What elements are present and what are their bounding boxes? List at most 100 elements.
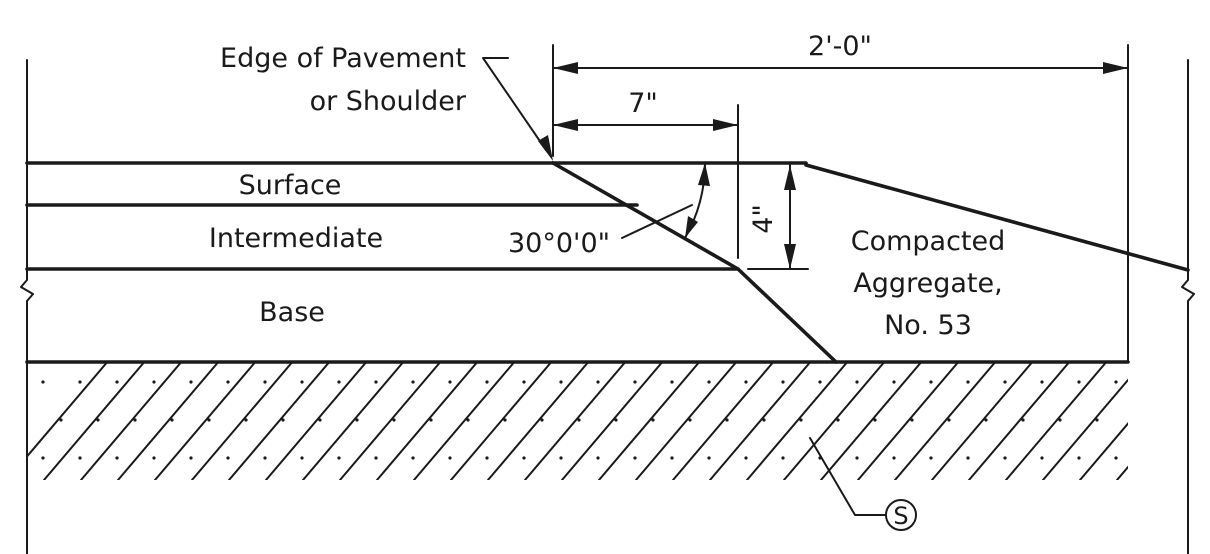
hatch-line: [27, 362, 109, 459]
dim-text-depth: 4": [748, 204, 779, 234]
hatch-dot: [725, 418, 729, 422]
hatch-line: [339, 362, 442, 480]
hatch-line: [487, 362, 590, 480]
hatch-dot: [300, 456, 304, 460]
label-aggregate-line1: Compacted: [851, 226, 1006, 257]
hatch-dot: [41, 456, 45, 460]
arrowhead-overall-right: [1103, 62, 1128, 74]
hatch-dot: [633, 456, 637, 460]
hatch-dot: [189, 456, 193, 460]
hatch-dot: [485, 380, 489, 384]
hatch-dot: [1095, 418, 1099, 422]
hatch-dot: [115, 380, 119, 384]
hatch-dot: [263, 456, 267, 460]
hatch-dot: [374, 380, 378, 384]
hatch-dot: [207, 418, 211, 422]
hatch-dot: [133, 418, 137, 422]
hatch-line: [672, 362, 775, 480]
hatch-dot: [115, 456, 119, 460]
hatch-dot: [892, 380, 896, 384]
hatch-dot: [1040, 456, 1044, 460]
hatch-dot: [633, 380, 637, 384]
hatch-dot: [429, 418, 433, 422]
hatch-line: [746, 362, 849, 480]
arrowhead-depth-bottom: [784, 244, 796, 269]
hatch-dot: [688, 418, 692, 422]
hatch-dot: [281, 418, 285, 422]
hatch-dot: [59, 418, 63, 422]
hatch-dot: [910, 418, 914, 422]
edge-leader: [482, 57, 547, 151]
hatch-dot: [781, 456, 785, 460]
hatch-line: [524, 362, 627, 480]
arrowhead-wedge-left: [553, 119, 578, 131]
hatch-dot: [300, 380, 304, 384]
hatch-dot: [244, 418, 248, 422]
hatch-dot: [855, 380, 859, 384]
hatch-dot: [670, 380, 674, 384]
hatch-dot: [337, 456, 341, 460]
hatch-line: [1191, 362, 1210, 480]
hatch-dot: [1003, 380, 1007, 384]
hatch-line: [820, 362, 923, 480]
hatch-dot: [707, 456, 711, 460]
hatch-dot: [559, 380, 563, 384]
hatch-dot: [947, 418, 951, 422]
hatch-dot: [596, 380, 600, 384]
hatch-dot: [966, 380, 970, 384]
sloped-pavement-edge: [551, 161, 838, 364]
hatch-dot: [744, 380, 748, 384]
hatch-dot: [596, 456, 600, 460]
hatch-dot: [1077, 380, 1081, 384]
hatch-line: [302, 362, 405, 480]
arrowhead-overall-left: [553, 62, 578, 74]
hatch-line: [783, 362, 886, 480]
hatch-dot: [892, 456, 896, 460]
dim-text-wedge: 7": [628, 88, 658, 119]
label-surface: Surface: [239, 170, 342, 201]
left-break-line: [20, 59, 34, 554]
hatch-dot: [929, 380, 933, 384]
hatch-dot: [466, 418, 470, 422]
hatch-dot: [1114, 456, 1118, 460]
hatch-dot: [189, 380, 193, 384]
hatch-line: [450, 362, 553, 480]
hatch-line: [265, 362, 368, 480]
hatch-dot: [411, 456, 415, 460]
arrowhead-wedge-right: [713, 119, 738, 131]
arrowhead-angle-bottom: [685, 216, 698, 238]
hatch-line: [191, 362, 294, 480]
hatch-dot: [1003, 456, 1007, 460]
label-base: Base: [259, 297, 325, 328]
hatch-dot: [1077, 456, 1081, 460]
hatch-dot: [873, 418, 877, 422]
hatch-dot: [670, 456, 674, 460]
hatch-dot: [984, 418, 988, 422]
hatch-dot: [762, 418, 766, 422]
hatch-line: [1005, 362, 1108, 480]
hatch-line: [635, 362, 738, 480]
hatch-line: [80, 362, 183, 480]
arrowhead-angle-top: [698, 163, 710, 186]
hatch-dot: [836, 418, 840, 422]
dim-text-angle: 30°0'0": [508, 228, 610, 259]
hatch-dot: [614, 418, 618, 422]
hatch-dot: [577, 418, 581, 422]
hatch-line: [228, 362, 331, 480]
hatch-dot: [263, 380, 267, 384]
hatch-dot: [1114, 380, 1118, 384]
hatch-dot: [411, 380, 415, 384]
label-edge-line2: or Shoulder: [310, 86, 467, 117]
hatch-dot: [855, 456, 859, 460]
hatch-dot: [448, 380, 452, 384]
hatch-dot: [781, 380, 785, 384]
label-aggregate-line3: No. 53: [884, 310, 972, 341]
hatch-dot: [226, 456, 230, 460]
right-break-line: [1181, 59, 1195, 554]
hatch-dot: [318, 418, 322, 422]
hatch-line: [154, 362, 257, 480]
label-aggregate-line2: Aggregate,: [853, 268, 1002, 299]
hatch-line: [598, 362, 701, 480]
hatch-dot: [485, 456, 489, 460]
hatch-dot: [651, 418, 655, 422]
